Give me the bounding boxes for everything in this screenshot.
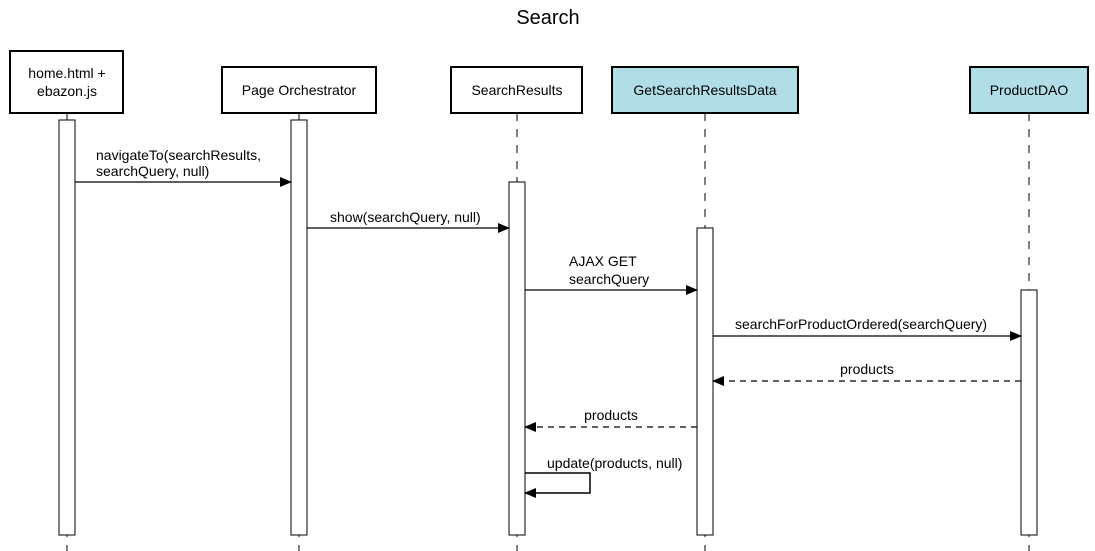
message-3: AJAX GET searchQuery (525, 253, 698, 295)
participant-label: ProductDAO (990, 82, 1069, 98)
message-label: searchQuery, null) (96, 163, 209, 179)
participant-productdao: ProductDAO (969, 66, 1089, 114)
message-label: products (584, 407, 638, 423)
message-2: show(searchQuery, null) (307, 209, 510, 233)
participant-label: Page Orchestrator (242, 82, 357, 98)
message-1: navigateTo(searchResults,searchQuery, nu… (75, 147, 292, 187)
message-6: products (524, 407, 697, 432)
activation-bar-productdao (1020, 289, 1038, 536)
message-label: products (840, 361, 894, 377)
participant-getsearch: GetSearchResultsData (611, 66, 799, 114)
message-label: show(searchQuery, null) (330, 209, 481, 225)
participant-orchestrator: Page Orchestrator (221, 66, 377, 114)
participant-label: ebazon.js (37, 83, 97, 99)
activation-bar-home (58, 119, 76, 536)
message-label: searchForProductOrdered(searchQuery) (735, 316, 987, 332)
message-arrow (524, 472, 591, 498)
message-label: update(products, null) (547, 455, 682, 471)
message-4: searchForProductOrdered(searchQuery) (713, 316, 1022, 341)
message-5: products (712, 361, 1021, 386)
participant-label: GetSearchResultsData (633, 82, 776, 98)
message-7: update(products, null) (524, 455, 682, 498)
participant-label: home.html + (28, 65, 105, 81)
activation-bar-orchestrator (290, 119, 308, 536)
participant-label: SearchResults (471, 82, 562, 98)
participant-home: home.html + ebazon.js (9, 50, 124, 114)
activation-bar-getsearch (696, 227, 714, 536)
message-label: AJAX GET (569, 253, 637, 269)
diagram-title: Search (516, 7, 579, 29)
message-label: searchQuery (569, 271, 649, 287)
message-label: navigateTo(searchResults, (96, 147, 261, 163)
activation-bar-searchresults (508, 181, 526, 536)
participant-searchresults: SearchResults (450, 66, 583, 114)
